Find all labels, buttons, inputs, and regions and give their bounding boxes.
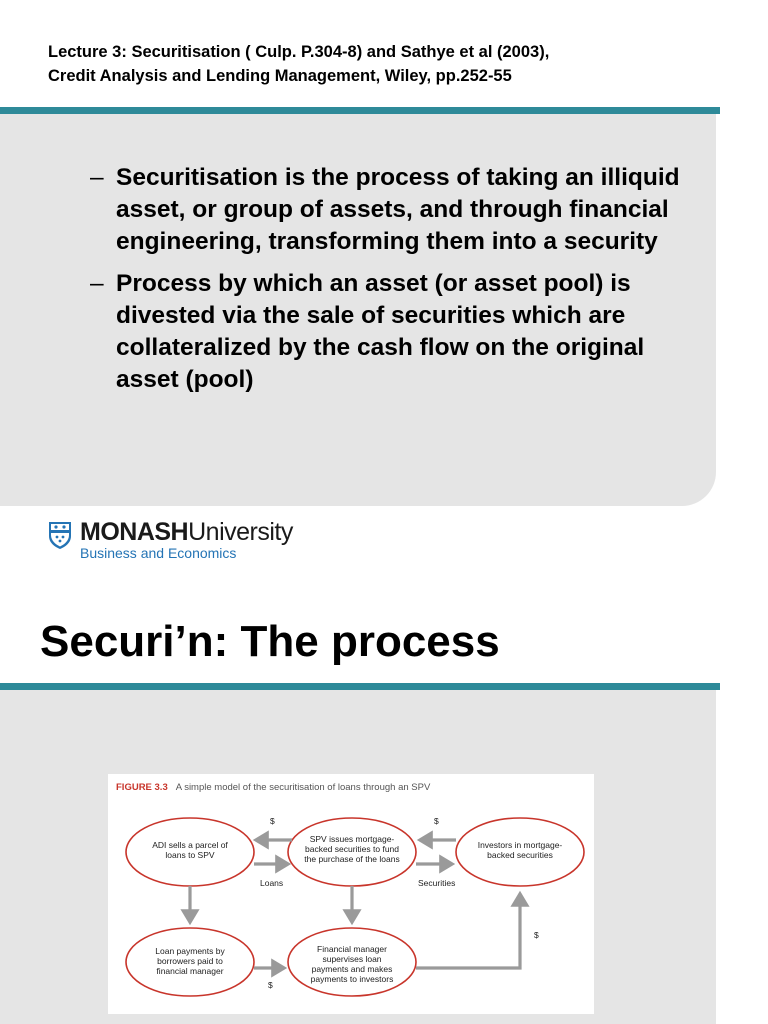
node-borrowers (125, 927, 255, 997)
node-spv-label: SPV issues mortgage-backed securities to… (304, 834, 400, 864)
edge-label-dollar-bottom: $ (268, 980, 273, 990)
bullet-item: – Process by which an asset (or asset po… (90, 268, 690, 396)
figure-caption-text: A simple model of the securitisation of … (175, 782, 431, 793)
header-line-1: Lecture 3: Securitisation ( Culp. P.304-… (48, 43, 550, 61)
arrow-manager-to-investors (416, 890, 530, 970)
bullet-text: Process by which an asset (or asset pool… (116, 270, 645, 393)
content-panel: – Securitisation is the process of takin… (0, 114, 716, 506)
header-divider (0, 107, 720, 114)
edge-label-dollar-right: $ (534, 930, 539, 940)
node-investors-label: Investors in mortgage-backed securities (477, 840, 563, 860)
node-investors (455, 817, 585, 887)
node-manager (287, 927, 417, 997)
edge-label-loans: Loans (260, 878, 284, 888)
lecture-header: Lecture 3: Securitisation ( Culp. P.304-… (48, 40, 748, 88)
monash-crest-icon (49, 522, 71, 549)
node-borrowers-label: Loan payments by borrowers paid to finan… (155, 946, 225, 976)
header-line-2: Credit Analysis and Lending Management, … (48, 67, 512, 85)
node-manager-label: Financial manager supervises loan paymen… (310, 944, 394, 984)
bullet-text: Securitisation is the process of taking … (116, 164, 680, 255)
edge-label-securities: Securities (418, 878, 456, 888)
dash-marker: – (90, 270, 104, 297)
edge-label-dollar-top-left: $ (270, 816, 275, 826)
title-divider (0, 683, 720, 690)
node-adi-label: ADI sells a parcel of loans to SPV (152, 840, 228, 860)
logo-subtitle: Business and Economics (80, 545, 237, 561)
monash-logo: MONASHUniversity Business and Economics (48, 518, 348, 562)
logo-name-regular: University (188, 518, 293, 546)
slide-title: Securi’n: The process (40, 617, 500, 666)
dash-marker: – (90, 164, 104, 191)
edge-label-dollar-top-right: $ (434, 816, 439, 826)
bullet-item: – Securitisation is the process of takin… (90, 162, 690, 258)
securitisation-flow-diagram (125, 817, 585, 997)
logo-name: MONASHUniversity (80, 518, 293, 546)
logo-name-bold: MONASH (80, 518, 189, 546)
figure-caption: FIGURE 3.3 A simple model of the securiti… (116, 782, 430, 794)
bullet-list: – Securitisation is the process of takin… (90, 162, 690, 406)
figure-3-3: FIGURE 3.3 A simple model of the securiti… (108, 774, 594, 1014)
figure-label: FIGURE 3.3 (116, 782, 168, 793)
